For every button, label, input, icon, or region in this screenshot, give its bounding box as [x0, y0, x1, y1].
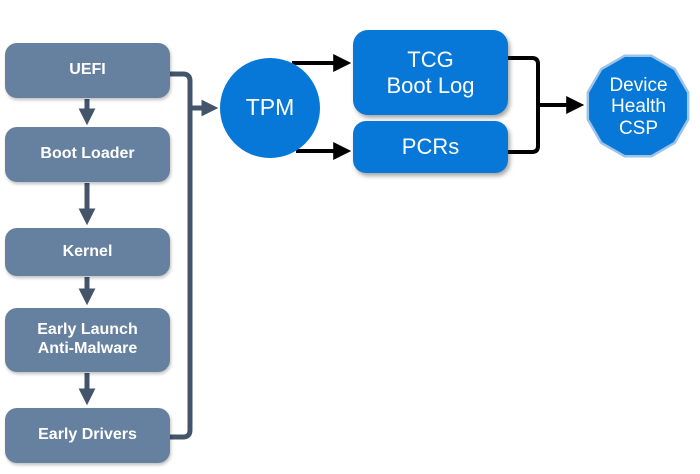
early-launch-anti-malware-label: Early Launch Anti-Malware	[37, 321, 138, 357]
device-health-csp-shape	[586, 54, 690, 158]
connector-tcg-pcrs-bracket	[507, 56, 540, 154]
device-health-csp-label: Device Health CSP	[609, 75, 668, 139]
tpm-label: TPM	[245, 94, 295, 121]
tcg-boot-log-label: TCG Boot Log	[386, 46, 475, 98]
node-tpm: TPM	[220, 58, 320, 158]
node-tcg-boot-log: TCG Boot Log	[353, 30, 508, 115]
node-uefi: UEFI	[5, 43, 170, 98]
boot-loader-label: Boot Loader	[40, 145, 135, 163]
kernel-label: Kernel	[62, 242, 113, 260]
connector-uefi-early-drivers-bracket	[170, 71, 193, 440]
pcrs-label: PCRs	[401, 134, 460, 160]
node-boot-loader: Boot Loader	[5, 127, 170, 182]
node-pcrs: PCRs	[353, 121, 508, 173]
node-early-launch-anti-malware: Early Launch Anti-Malware	[5, 308, 170, 372]
node-device-health-csp: Device Health CSP	[588, 74, 689, 140]
node-early-drivers: Early Drivers	[5, 408, 170, 463]
node-kernel: Kernel	[5, 228, 170, 276]
early-drivers-label: Early Drivers	[38, 426, 137, 444]
uefi-label: UEFI	[69, 61, 106, 79]
